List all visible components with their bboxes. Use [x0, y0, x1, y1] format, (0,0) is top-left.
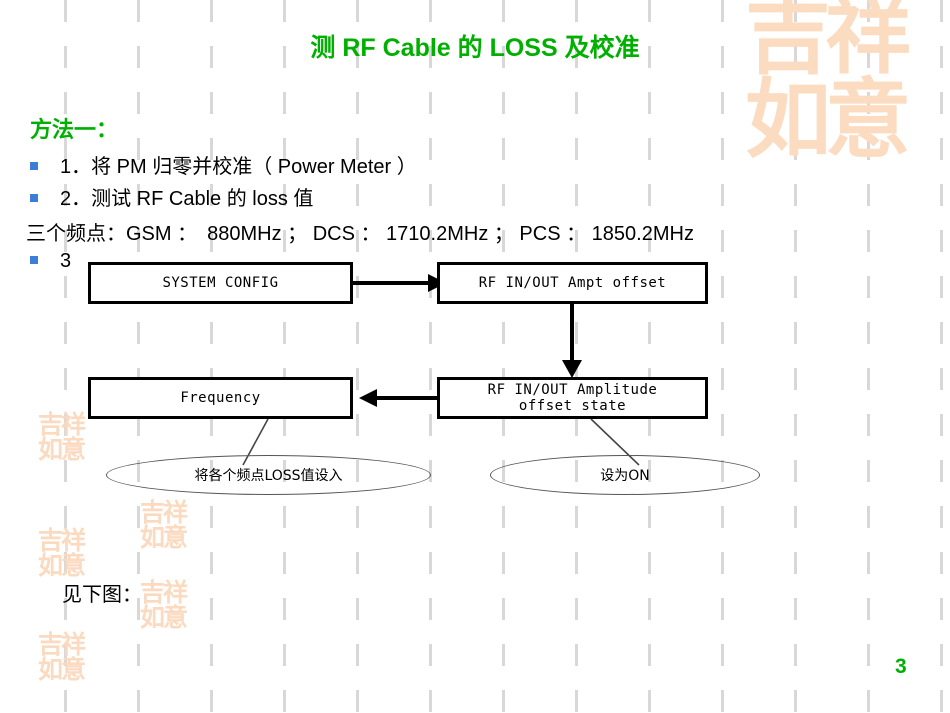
seal-watermark-row: 如意	[745, 69, 911, 166]
diagram-box-label-block: RF IN/OUT Amplitude offset state	[488, 382, 658, 414]
seal-watermark-row: 吉祥	[745, 0, 911, 86]
seal-watermark-row: 如意	[38, 551, 86, 580]
seal-watermark-row: 吉祥	[38, 410, 86, 439]
bullet-square-icon	[30, 161, 38, 170]
seal-watermark-row: 如意	[38, 655, 86, 684]
diagram-box-system-config[interactable]: SYSTEM CONFIG	[88, 262, 353, 304]
seal-watermark-row: 如意	[140, 523, 188, 552]
seal-watermark-row: 吉祥	[140, 578, 188, 607]
diagram-box-frequency[interactable]: Frequency	[88, 377, 353, 419]
seal-watermark-row: 如意	[38, 435, 86, 464]
page-title: 测 RF Cable 的 LOSS 及校准	[310, 34, 640, 62]
seal-watermark-small: 吉祥 如意	[38, 410, 86, 464]
diagram-box-rf-ampt-offset[interactable]: RF IN/OUT Ampt offset	[437, 262, 708, 304]
diagram-box-label-line2: offset state	[518, 398, 627, 414]
diagram-box-label-line1: RF IN/OUT Amplitude	[487, 382, 658, 398]
bullet-square-icon	[30, 193, 38, 202]
diagram-box-rf-amplitude-offset-state[interactable]: RF IN/OUT Amplitude offset state	[437, 377, 708, 419]
seal-watermark-row: 吉祥	[140, 498, 188, 527]
seal-watermark-small: 吉祥 如意	[140, 578, 188, 632]
arrowhead-left-icon	[359, 389, 377, 407]
diagram-box-label: Frequency	[180, 390, 261, 406]
seal-watermark-row: 吉祥	[38, 630, 86, 659]
diagram-ellipse-label: 设为ON	[600, 468, 650, 484]
list-item: 1．将 PM 归零并校准（ Power Meter ）	[30, 150, 417, 179]
list-item-label: 2．测试 RF Cable 的 loss 值	[60, 188, 314, 210]
seal-watermark-row: 如意	[140, 603, 188, 632]
diagram-ellipse-on-note[interactable]: 设为ON	[490, 455, 760, 495]
page-number: 3	[895, 655, 907, 678]
diagram-box-label: RF IN/OUT Ampt offset	[478, 275, 667, 291]
list-item-label: 1．将 PM 归零并校准（ Power Meter ）	[60, 156, 417, 178]
see-below-text: 见下图：	[62, 584, 142, 606]
seal-watermark-small: 吉祥 如意	[140, 498, 188, 552]
frequency-points-text: 三个频点：GSM ： 880MHz ； DCS ： 1710.2MHz ； PC…	[26, 223, 694, 245]
seal-watermark-large: 吉祥 如意	[745, 0, 950, 166]
seal-watermark-small: 吉祥 如意	[38, 526, 86, 580]
method-heading: 方法一：	[30, 117, 119, 142]
list-item: 2．测试 RF Cable 的 loss 值	[30, 182, 313, 211]
seal-watermark-small: 吉祥 如意	[38, 630, 86, 684]
diagram-ellipse-loss-note[interactable]: 将各个频点LOSS值设入	[106, 455, 431, 495]
diagram-ellipse-label: 将各个频点LOSS值设入	[194, 468, 343, 484]
seal-watermark-row: 吉祥	[38, 526, 86, 555]
list-item: 3	[30, 250, 71, 273]
list-item-label: 3	[60, 250, 72, 272]
arrowhead-down-icon	[562, 360, 582, 378]
diagram-box-label: SYSTEM CONFIG	[162, 275, 279, 291]
bullet-square-icon	[30, 255, 38, 264]
